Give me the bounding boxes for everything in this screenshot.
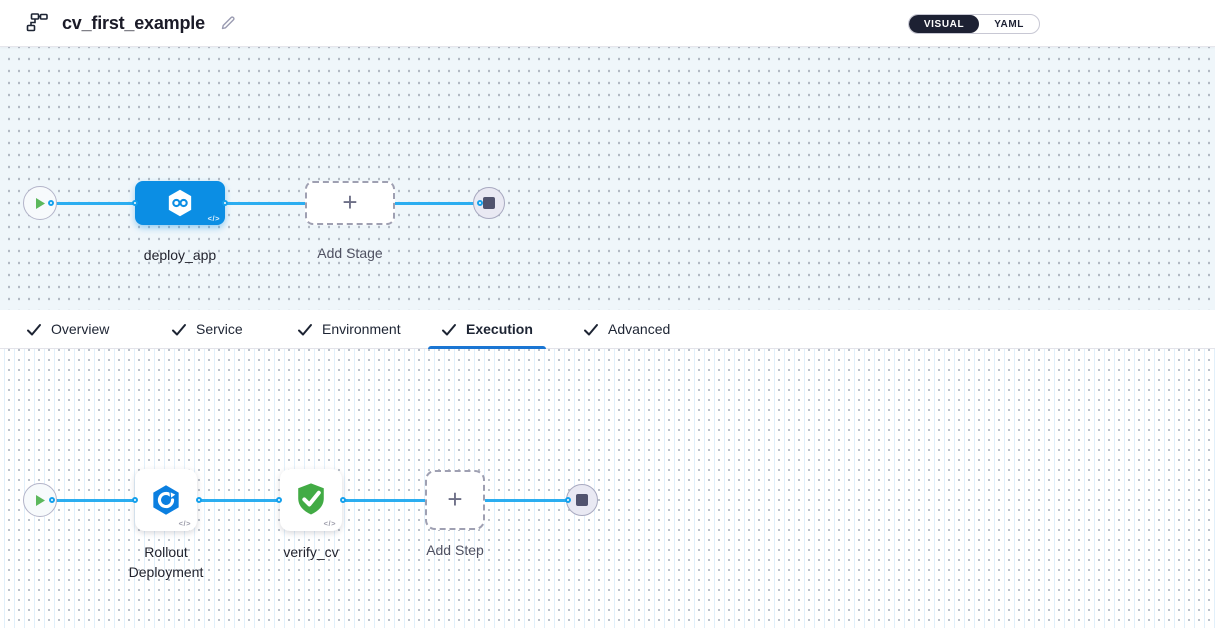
add-stage-button[interactable]: +: [305, 181, 395, 225]
active-tab-underline: [428, 346, 546, 349]
stop-icon: [576, 494, 588, 506]
tab-advanced[interactable]: Advanced: [570, 310, 683, 348]
stop-icon: [483, 197, 495, 209]
tab-overview[interactable]: Overview: [13, 310, 122, 348]
step-node-rollout-deployment[interactable]: </>: [135, 469, 197, 531]
check-icon: [584, 323, 598, 335]
cd-stage-hexagon-infinity-icon: [168, 189, 192, 217]
add-step-label: Add Step: [426, 542, 484, 558]
rollout-deployment-icon: [153, 485, 179, 515]
stage-graph-canvas[interactable]: </> + deploy_app Add Stage: [0, 47, 1215, 310]
connector-port: [222, 200, 228, 206]
step-code-badge: </>: [178, 519, 191, 528]
tab-execution[interactable]: Execution: [428, 310, 546, 349]
stage-code-badge: </>: [207, 214, 220, 223]
stage-node-deploy-app[interactable]: </>: [135, 181, 225, 225]
view-toggle: VISUAL YAML: [907, 14, 1040, 34]
toggle-visual-button[interactable]: VISUAL: [908, 15, 980, 33]
connector-port: [340, 497, 346, 503]
step-label-rollout-deployment: Rollout Deployment: [128, 544, 204, 580]
stage-connector-line: [46, 202, 484, 205]
pipeline-title: cv_first_example: [62, 12, 205, 33]
connector-port: [276, 497, 282, 503]
tab-label: Environment: [322, 321, 401, 337]
check-icon: [442, 323, 456, 335]
stage-label: deploy_app: [143, 247, 217, 263]
add-step-button[interactable]: +: [425, 470, 485, 530]
tab-label: Service: [196, 321, 243, 337]
tab-label: Execution: [466, 321, 533, 337]
toggle-yaml-button[interactable]: YAML: [994, 18, 1024, 30]
connector-port: [48, 200, 54, 206]
tab-environment[interactable]: Environment: [284, 310, 414, 348]
plus-icon: +: [342, 187, 358, 217]
tab-label: Advanced: [608, 321, 671, 337]
check-icon: [298, 323, 312, 335]
shield-check-icon: [298, 483, 324, 515]
pipeline-flow-icon: [22, 12, 48, 34]
add-stage-label: Add Stage: [317, 245, 383, 261]
step-code-badge: </>: [323, 519, 336, 528]
play-icon: [36, 494, 45, 506]
check-icon: [172, 323, 186, 335]
connector-port: [477, 200, 483, 206]
play-icon: [36, 197, 45, 209]
pipeline-studio-header: cv_first_example VISUAL YAML: [0, 0, 1215, 47]
tab-service[interactable]: Service: [158, 310, 256, 348]
pencil-icon[interactable]: [219, 14, 237, 32]
check-icon: [27, 323, 41, 335]
tab-label: Overview: [51, 321, 110, 337]
step-node-verify-cv[interactable]: </>: [280, 469, 342, 531]
connector-port: [196, 497, 202, 503]
connector-port: [132, 200, 138, 206]
execution-graph-canvas[interactable]: </> </> + Rollout Deployment verify_cv A…: [0, 349, 1215, 628]
connector-port: [132, 497, 138, 503]
step-label-verify-cv: verify_cv: [283, 544, 339, 560]
plus-icon: +: [447, 484, 463, 514]
connector-port: [49, 497, 55, 503]
execution-end-node: [566, 484, 598, 516]
stage-config-tabbar: Overview Service Environment Execution A…: [0, 310, 1215, 349]
connector-port: [565, 497, 571, 503]
